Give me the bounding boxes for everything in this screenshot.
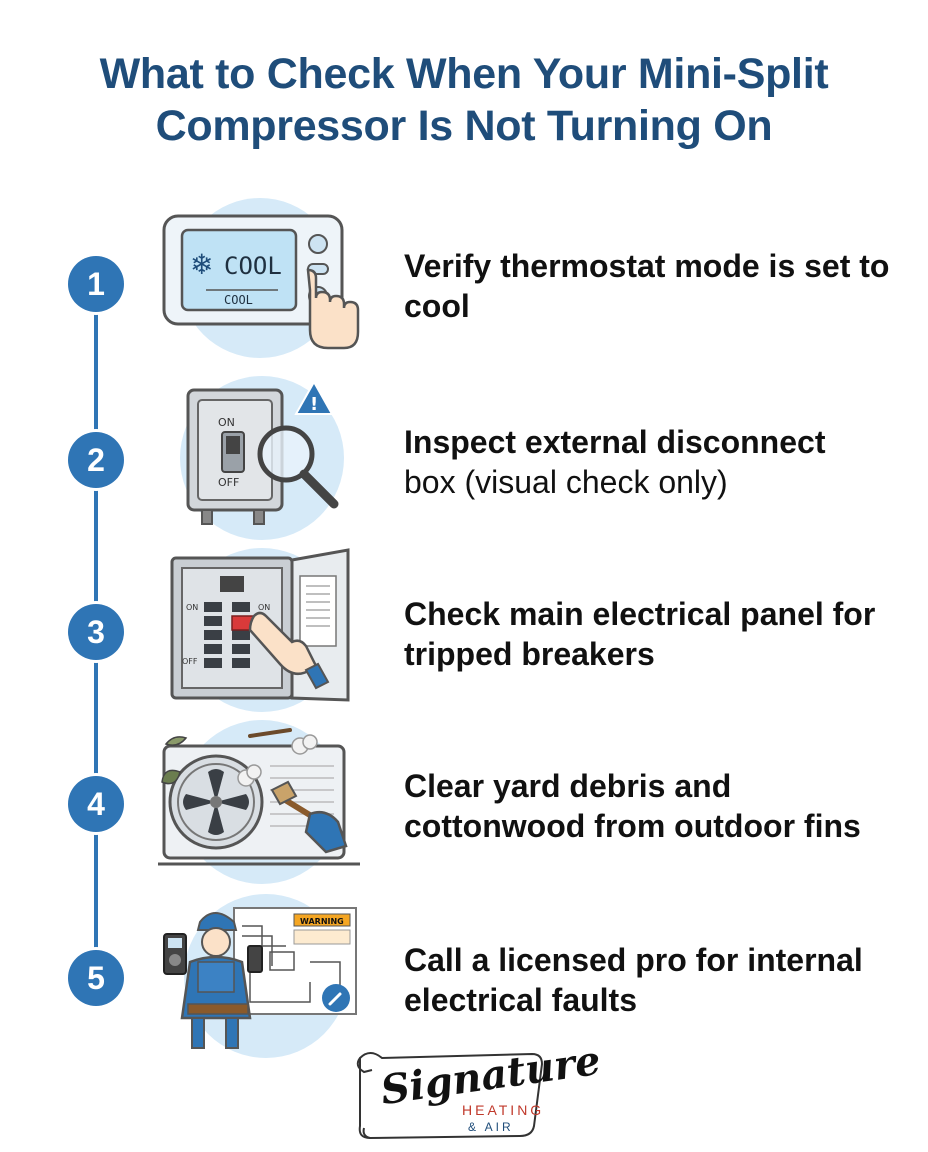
thermostat-icon: ❄ COOL COOL: [150, 198, 370, 368]
switch-on-label: ON: [218, 416, 235, 429]
step-2: 2 ON OFF ! Inspect external disconnect b…: [0, 374, 928, 544]
display-cool-subtext: COOL: [224, 293, 253, 307]
scroll-icon: [356, 1052, 544, 1140]
display-cool-text: COOL: [224, 252, 282, 280]
step-2-text: Inspect external disconnect box (visual …: [404, 422, 904, 502]
logo-air: & AIR: [468, 1120, 514, 1134]
step-number-4: 4: [68, 776, 124, 832]
step-5-text: Call a licensed pro for internal electri…: [404, 942, 863, 1018]
step-3-text: Check main electrical panel for tripped …: [404, 596, 876, 672]
step-number-3: 3: [68, 604, 124, 660]
step-1-text: Verify thermostat mode is set to cool: [404, 248, 890, 324]
switch-off-label: OFF: [218, 476, 239, 489]
step-number-5: 5: [68, 950, 124, 1006]
page-title: What to Check When Your Mini-Split Compr…: [0, 48, 928, 152]
step-5: 5 WARNING Call a: [0, 892, 928, 1062]
panel-on-label-right: ON: [258, 603, 270, 612]
step-number-2: 2: [68, 432, 124, 488]
step-3: 3 ON OFF ON: [0, 546, 928, 716]
outdoor-unit-icon: [150, 718, 370, 888]
panel-off-label-left: OFF: [182, 657, 198, 666]
step-2-text-light: box (visual check only): [404, 464, 728, 500]
step-number-1: 1: [68, 256, 124, 312]
step-4: 4: [0, 718, 928, 888]
step-4-text: Clear yard debris and cottonwood from ou…: [404, 768, 861, 844]
step-1: 1 ❄ COOL COOL Verify thermostat mode is …: [0, 198, 928, 368]
svg-text:!: !: [310, 394, 318, 415]
logo-heating: HEATING: [462, 1102, 545, 1118]
disconnect-box-icon: ON OFF !: [150, 374, 370, 544]
title-line-2: Compressor Is Not Turning On: [155, 102, 773, 150]
warning-label: WARNING: [300, 917, 344, 926]
svg-text:❄: ❄: [190, 248, 213, 281]
electrical-panel-icon: ON OFF ON: [150, 546, 370, 716]
technician-icon: WARNING: [150, 892, 370, 1062]
title-line-1: What to Check When Your Mini-Split: [99, 50, 829, 98]
panel-on-label-left: ON: [186, 603, 198, 612]
company-logo: Signature HEATING & AIR: [350, 1037, 603, 1140]
step-2-text-bold: Inspect external disconnect: [404, 424, 826, 460]
